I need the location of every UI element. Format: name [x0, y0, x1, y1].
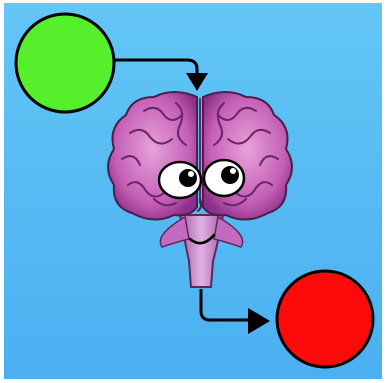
brain-character[interactable] [108, 92, 292, 287]
input-connector-arrow [114, 60, 208, 91]
scene-svg [4, 3, 382, 379]
output-connector-arrow [201, 289, 270, 334]
game-canvas [4, 3, 382, 379]
red-output-circle[interactable] [277, 271, 373, 367]
green-input-circle[interactable] [16, 14, 114, 112]
